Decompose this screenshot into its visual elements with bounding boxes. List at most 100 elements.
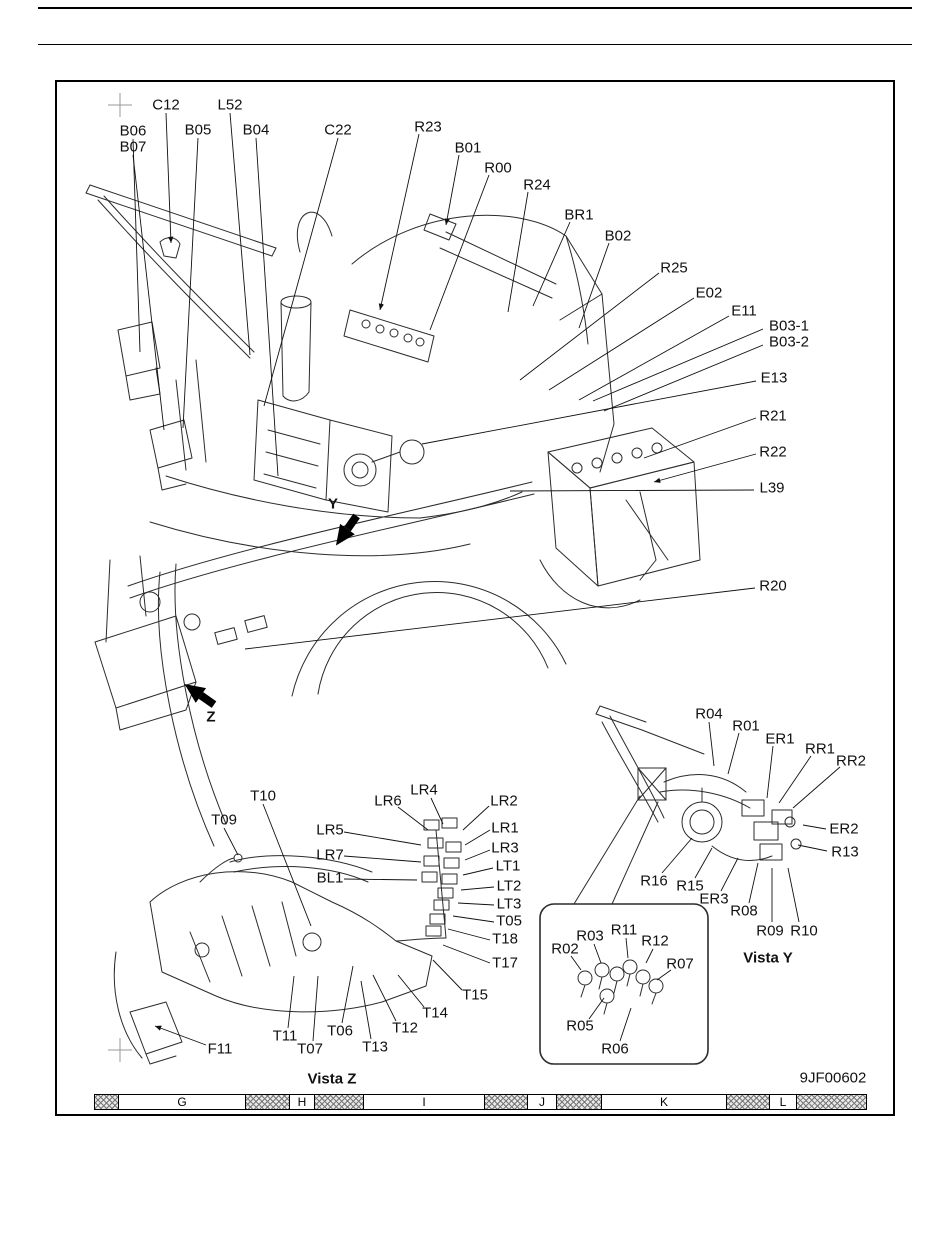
- leader-line-l52: [229, 112, 251, 356]
- leader-line-t15: [432, 959, 463, 991]
- callout-label-lr4: LR4: [410, 782, 438, 799]
- leader-line-lr4: [430, 797, 444, 825]
- callout-label-rr2: RR2: [836, 753, 866, 770]
- callout-label-b01: B01: [455, 140, 482, 157]
- leader-line-bl1: [343, 878, 418, 881]
- callout-label-r25: R25: [660, 260, 688, 277]
- leader-line-lr2: [462, 805, 490, 831]
- leader-line-e13: [421, 380, 757, 445]
- leader-line-br1: [532, 221, 571, 307]
- vista-y-line-art: [595, 705, 802, 862]
- leader-line-r04: [708, 721, 715, 767]
- leader-line-t09: [223, 827, 239, 856]
- leader-line-er2: [802, 824, 827, 830]
- callout-label-er2: ER2: [829, 821, 858, 838]
- leader-line-f11: [154, 1025, 207, 1046]
- callout-label-t06: T06: [327, 1023, 353, 1040]
- leader-line-r07: [656, 969, 672, 981]
- leader-line-r01: [727, 732, 740, 775]
- leader-line-r10: [787, 867, 800, 923]
- leader-line-t10: [262, 803, 312, 927]
- leader-line-t11: [287, 975, 295, 1029]
- leader-line-t05: [452, 915, 495, 923]
- callout-label-r00: R00: [484, 160, 512, 177]
- leader-line-b04: [255, 137, 279, 477]
- leader-line-t07: [312, 975, 319, 1042]
- callout-label-r12: R12: [641, 933, 669, 950]
- ruler-zone-i: I: [363, 1094, 485, 1110]
- callout-label-rr1: RR1: [805, 741, 835, 758]
- callout-label-b05: B05: [185, 122, 212, 139]
- callout-label-lt2: LT2: [497, 878, 522, 895]
- callout-label-bl1: BL1: [317, 870, 344, 887]
- callout-label-r09: R09: [756, 923, 784, 940]
- callout-label-r23: R23: [414, 119, 442, 136]
- leader-line-t17: [442, 944, 491, 964]
- leader-line-lr3: [464, 849, 491, 861]
- ruler-hatch: [556, 1094, 602, 1110]
- leader-line-b05: [182, 137, 199, 429]
- vista-z-line-art: [113, 817, 462, 1065]
- leader-line-t18: [447, 928, 491, 941]
- page-top-rule: [38, 7, 912, 9]
- callout-label-f11: F11: [208, 1041, 233, 1058]
- callout-label-lt1: LT1: [496, 858, 521, 875]
- engine-line-art: [85, 184, 701, 847]
- leader-line-er1: [766, 745, 774, 799]
- leader-line-t14: [397, 974, 425, 1008]
- callout-label-t12: T12: [392, 1020, 418, 1037]
- ruler-zone-g: G: [118, 1094, 246, 1110]
- leader-line-c12: [165, 112, 174, 244]
- callout-label-er1: ER1: [765, 731, 794, 748]
- callout-label-t14: T14: [422, 1005, 448, 1022]
- diagram-frame: [55, 80, 895, 1116]
- leader-line-r02: [570, 955, 582, 971]
- callout-label-r22: R22: [759, 444, 787, 461]
- leader-line-rr1: [778, 755, 812, 804]
- leader-line-lr6: [397, 806, 429, 831]
- callout-label-t05: T05: [496, 913, 522, 930]
- callout-label-t10: T10: [250, 788, 276, 805]
- leader-line-r22: [653, 453, 757, 483]
- callout-label-l52: L52: [217, 97, 242, 114]
- callout-label-r11: R11: [611, 922, 637, 939]
- registration-mark-top: [108, 93, 132, 117]
- leader-line-er3: [720, 857, 739, 892]
- leader-line-e02: [548, 297, 695, 391]
- leader-line-t06: [341, 965, 354, 1024]
- ruler-zone-j: J: [527, 1094, 557, 1110]
- ruler-hatch: [796, 1094, 867, 1110]
- callout-label-lr6: LR6: [374, 793, 402, 810]
- callout-label-r05: R05: [566, 1018, 594, 1035]
- leader-line-lr5: [343, 831, 422, 846]
- callout-label-er3: ER3: [699, 891, 728, 908]
- callout-label-t11: T11: [273, 1028, 298, 1045]
- callout-label-t13: T13: [362, 1039, 388, 1056]
- leader-line-r08: [748, 862, 759, 904]
- callout-label-b02: B02: [605, 228, 632, 245]
- callout-label-b04: B04: [243, 122, 270, 139]
- section-letter-z: Z: [206, 709, 215, 726]
- leader-line-r20: [244, 587, 756, 650]
- callout-label-lt3: LT3: [497, 896, 522, 913]
- leader-line-lt2: [460, 886, 495, 891]
- leader-line-r15: [694, 847, 713, 879]
- callout-label-c12: C12: [152, 97, 180, 114]
- callout-label-r04: R04: [695, 706, 723, 723]
- callout-label-e11: E11: [731, 303, 757, 320]
- callout-label-r01: R01: [732, 718, 760, 735]
- leader-line-r11: [625, 937, 629, 959]
- callout-label-b06: B06: [120, 123, 147, 140]
- leader-line-lt3: [457, 902, 495, 906]
- leader-line-rr2: [792, 766, 841, 809]
- callout-label-r10: R10: [790, 923, 818, 940]
- ruler-hatch: [314, 1094, 364, 1110]
- ruler-hatch: [245, 1094, 290, 1110]
- callout-label-r06: R06: [601, 1041, 629, 1058]
- leader-line-r23: [378, 133, 420, 311]
- callout-label-lr5: LR5: [316, 822, 344, 839]
